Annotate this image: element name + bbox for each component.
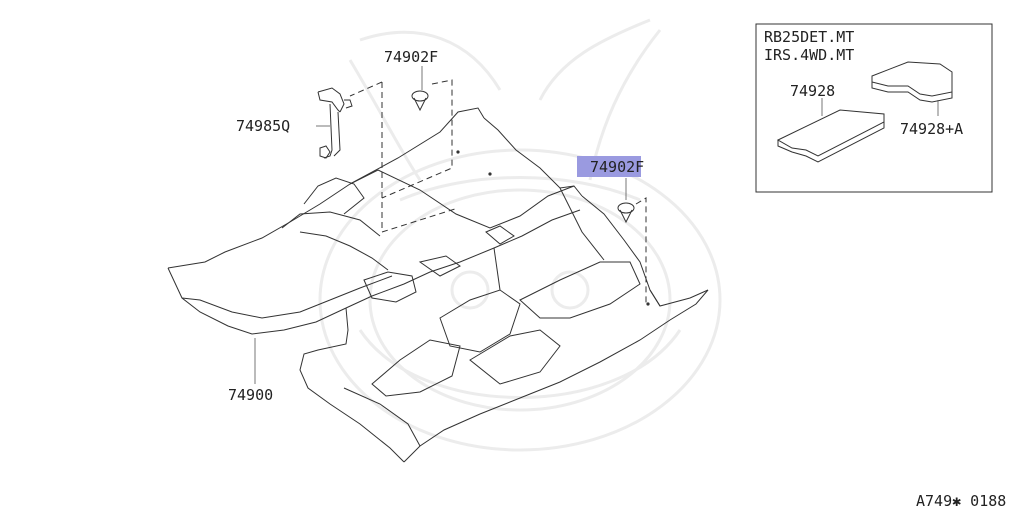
floor-carpet-74900	[167, 107, 709, 463]
dash-1	[349, 81, 383, 97]
label-74928a: 74928+A	[900, 120, 963, 138]
label-74900: 74900	[228, 386, 273, 404]
clip-74902f-top	[411, 90, 429, 112]
clip-74902f-lower	[617, 202, 635, 224]
watermark-emblem	[318, 18, 722, 452]
label-74985q: 74985Q	[236, 117, 290, 135]
bracket-74985q	[317, 87, 353, 159]
inset-line-2: IRS.4WD.MT	[764, 46, 854, 64]
label-74928: 74928	[790, 82, 835, 100]
highlight-box	[577, 156, 641, 177]
dash-2	[381, 82, 459, 233]
label-74902f-top: 74902F	[384, 48, 438, 66]
inset-line-1: RB25DET.MT	[764, 28, 854, 46]
inset-box: RB25DET.MT IRS.4WD.MT 74928 74928+A	[755, 23, 993, 193]
dash-4	[635, 197, 647, 306]
reference-code: A749✱ 0188	[916, 492, 1006, 510]
dash-3	[381, 79, 453, 199]
label-74902f-highlighted[interactable]: 74902F	[590, 158, 644, 176]
